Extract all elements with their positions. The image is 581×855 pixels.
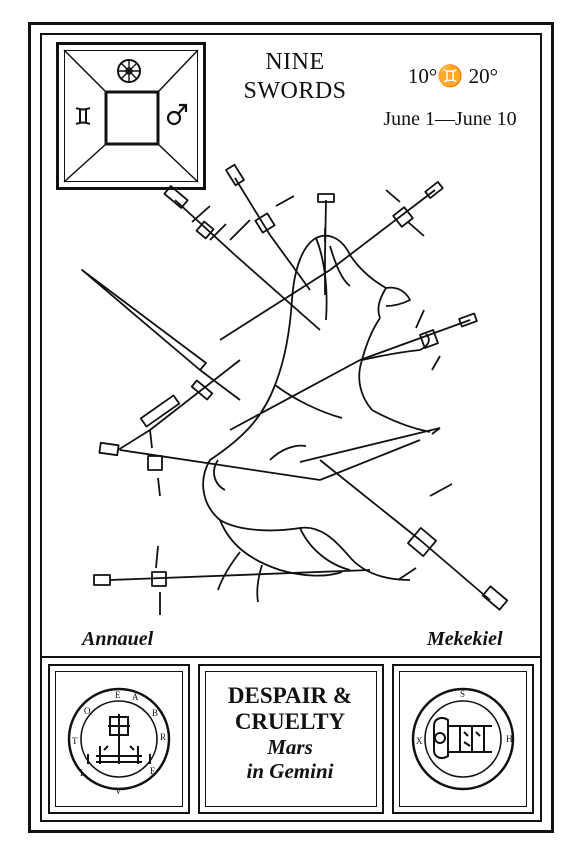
title-line-1: NINE: [265, 49, 325, 75]
svg-text:V: V: [115, 786, 122, 796]
sword-1: [81, 269, 241, 451]
right-seal-panel-inner: [399, 671, 527, 807]
sword-10: [299, 427, 441, 463]
sword-5: [219, 181, 444, 341]
svg-text:L: L: [80, 768, 86, 778]
planet-label: Mars: [267, 735, 313, 759]
left-seal-panel: [48, 664, 190, 814]
glyph-box-inner: [64, 50, 198, 182]
angel-name-left: Annauel: [82, 628, 154, 650]
crouching-figure: [202, 234, 431, 603]
mars-icon: [166, 103, 188, 126]
sign-label: in Gemini: [246, 759, 334, 783]
card-inner-border: [40, 33, 542, 822]
sword-7: [98, 429, 421, 497]
perspective-glyph: [63, 49, 199, 183]
card-outer-border: [28, 22, 554, 833]
svg-text:X: X: [416, 736, 423, 746]
gemini-icon: [75, 107, 91, 125]
left-seal-panel-inner: [55, 671, 183, 807]
meaning-panel: [198, 664, 384, 814]
svg-text:A: A: [132, 692, 139, 702]
glyph-box: [56, 42, 206, 190]
sword-8: [93, 545, 371, 615]
svg-text:E: E: [115, 690, 121, 700]
bottom-divider: [40, 656, 542, 658]
svg-text:O: O: [84, 706, 91, 716]
wheel-icon: [117, 59, 141, 83]
svg-text:S: S: [460, 689, 465, 699]
sword-2: [163, 185, 321, 331]
sword-9: [319, 459, 509, 611]
right-seal-panel: [392, 664, 534, 814]
meaning-line-1: DESPAIR &: [227, 683, 353, 708]
nine-swords-illustration: [81, 163, 509, 615]
card-title: NINE SWORDS: [225, 48, 365, 106]
right-seal-icon: S H X: [411, 687, 515, 791]
sword-3: [225, 163, 311, 291]
title-line-2: SWORDS: [243, 78, 347, 104]
sword-6: [229, 309, 478, 431]
svg-text:E: E: [150, 766, 156, 776]
svg-text:R: R: [160, 732, 166, 742]
date-range: June 1—June 10: [383, 108, 517, 130]
svg-text:T: T: [72, 736, 78, 746]
card-meaning: DESPAIR & CRUELTY Mars in Gemini: [210, 683, 370, 783]
sword-4: [317, 193, 335, 295]
degree-range: 10°♊ 20°: [407, 64, 499, 88]
meaning-panel-inner: [205, 671, 377, 807]
svg-text:H: H: [506, 734, 513, 744]
angel-name-right: Mekekiel: [427, 628, 503, 650]
svg-text:B: B: [152, 708, 158, 718]
meaning-line-2: CRUELTY: [234, 709, 346, 734]
left-seal-icon: E A B R E V L T O: [67, 687, 171, 796]
